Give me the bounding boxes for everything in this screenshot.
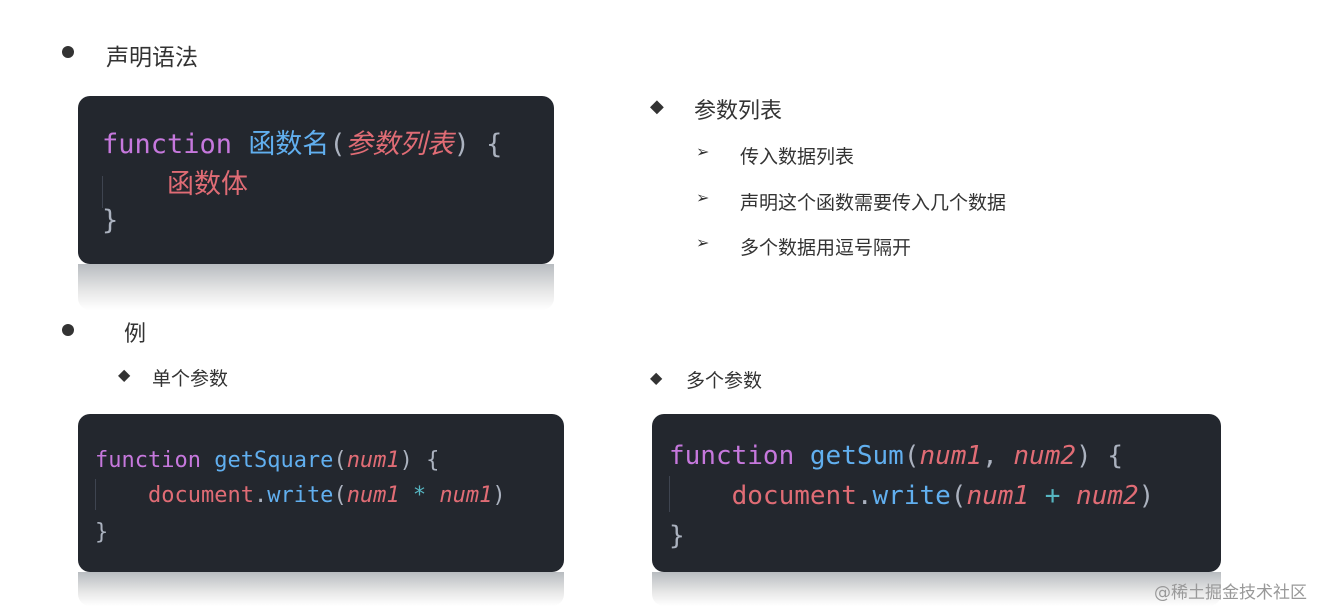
- arrow-icon: ➢: [696, 187, 710, 207]
- param-list-item: 声明这个函数需要传入几个数据: [740, 191, 1007, 214]
- code-token: [102, 169, 167, 200]
- params-heading: 参数列表: [694, 99, 783, 124]
- code-line: document.write(num1 * num1): [95, 483, 506, 508]
- param-list-item: 传入数据列表: [740, 146, 855, 168]
- code-token: function: [669, 441, 795, 471]
- code-token: .: [253, 483, 268, 508]
- code-token: [201, 448, 214, 473]
- code-token: [232, 129, 248, 160]
- code-token: (: [333, 483, 347, 508]
- code-token: ) {: [1076, 441, 1123, 471]
- code-token: *: [399, 483, 440, 508]
- single-param-label: 单个参数: [152, 368, 229, 390]
- code-line: 函数体: [102, 162, 248, 201]
- code-line: }: [669, 521, 685, 551]
- code-token: ): [1138, 481, 1155, 511]
- code-token: document: [147, 483, 254, 508]
- code-token: (: [329, 129, 346, 160]
- single-param-code-block: function getSquare(num1) { document.writ…: [78, 414, 564, 572]
- syntax-code-block: function 函数名(参数列表) { 函数体}: [78, 96, 554, 264]
- code-token: document: [731, 481, 857, 511]
- code-token: getSquare: [214, 448, 334, 473]
- code-token: ): [492, 483, 506, 508]
- indent-guide: [669, 476, 670, 512]
- code-token: }: [102, 205, 119, 236]
- arrow-icon: ➢: [696, 233, 710, 252]
- code-token: (: [333, 448, 347, 473]
- arrow-icon: ➢: [696, 142, 710, 161]
- multi-param-label: 多个参数: [686, 370, 763, 392]
- code-token: 函数体: [167, 169, 249, 200]
- param-list-item: 多个数据用逗号隔开: [740, 237, 912, 259]
- code-line: }: [95, 520, 108, 545]
- indent-guide: [95, 479, 96, 510]
- code-token: num1: [919, 441, 983, 471]
- code-token: (: [950, 481, 967, 511]
- code-token: }: [669, 521, 685, 551]
- code-token: 函数名: [248, 129, 330, 160]
- multi-param-code-block: function getSum(num1, num2) { document.w…: [652, 414, 1221, 572]
- code-reflection: [78, 264, 554, 310]
- code-token: num2: [1013, 441, 1077, 471]
- diamond-icon: ◆: [650, 368, 663, 387]
- code-line: function getSquare(num1) {: [95, 448, 439, 473]
- bullet-icon: [62, 324, 74, 336]
- indent-guide: [102, 176, 103, 208]
- code-token: num1: [346, 483, 400, 508]
- code-token: write: [267, 483, 334, 508]
- code-token: (: [903, 441, 920, 471]
- code-token: ) {: [399, 448, 440, 473]
- diamond-icon: ◆: [650, 96, 664, 117]
- code-token: }: [95, 520, 109, 545]
- code-token: write: [872, 481, 951, 511]
- watermark: @稀土掘金技术社区: [1154, 583, 1307, 603]
- code-token: 参数列表: [345, 129, 454, 160]
- code-token: [794, 441, 810, 471]
- example-heading: 例: [124, 322, 147, 347]
- code-line: document.write(num1 + num2): [669, 481, 1155, 511]
- code-token: num1: [346, 448, 400, 473]
- code-line: function 函数名(参数列表) {: [102, 122, 502, 161]
- code-token: ,: [982, 441, 1014, 471]
- code-token: [669, 481, 732, 511]
- code-token: ) {: [453, 129, 503, 160]
- code-token: num1: [439, 483, 493, 508]
- code-token: [95, 483, 148, 508]
- code-token: getSum: [809, 441, 904, 471]
- code-reflection: [652, 572, 1221, 606]
- code-token: function: [95, 448, 201, 473]
- syntax-heading: 声明语法: [106, 45, 198, 71]
- code-reflection: [78, 572, 564, 606]
- code-token: function: [102, 129, 233, 160]
- code-token: num2: [1076, 481, 1139, 511]
- code-token: num1: [966, 481, 1030, 511]
- code-token: .: [856, 481, 873, 511]
- bullet-icon: [62, 46, 74, 58]
- code-token: +: [1029, 481, 1077, 511]
- code-line: function getSum(num1, num2) {: [669, 441, 1123, 471]
- code-line: }: [102, 205, 118, 236]
- diamond-icon: ◆: [118, 365, 131, 384]
